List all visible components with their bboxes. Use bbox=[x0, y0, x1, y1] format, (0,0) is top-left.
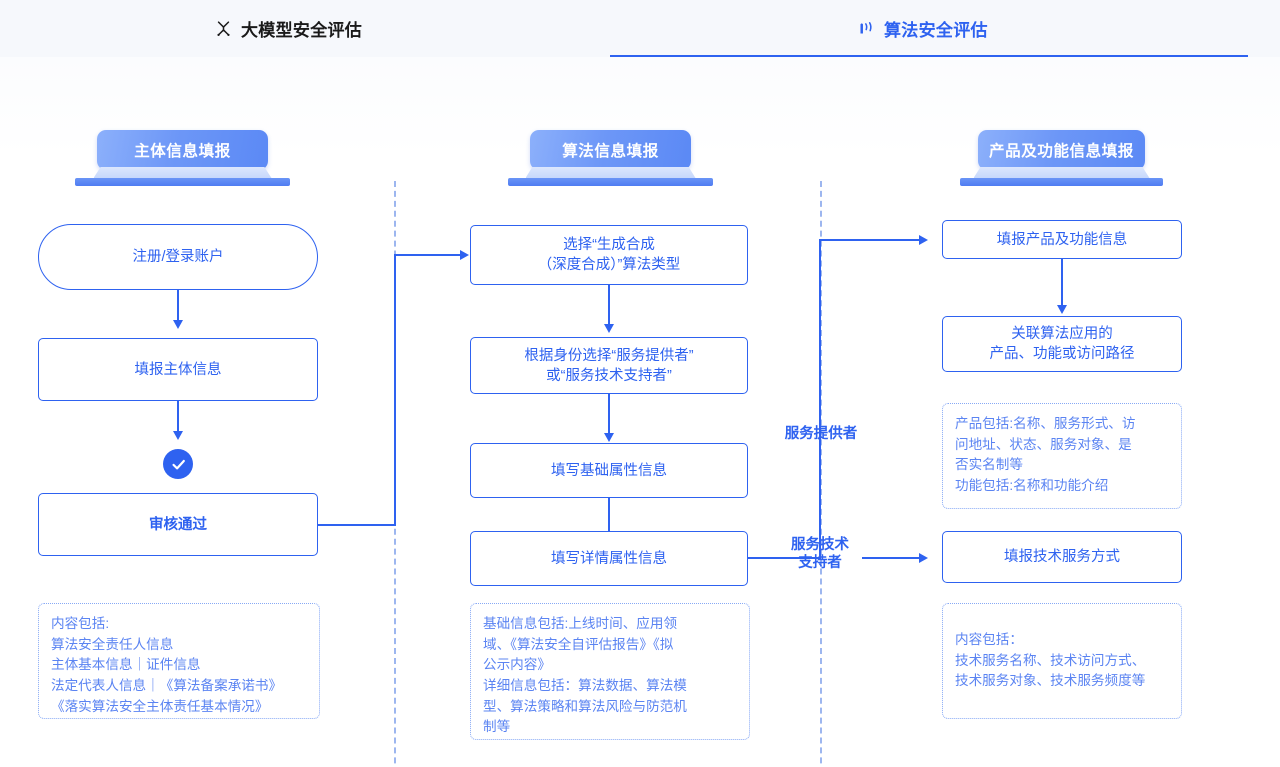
arrow-identity-to-basic bbox=[603, 433, 614, 442]
node-select-algo-type-label: 选择“生成合成 （深度合成）”算法类型 bbox=[537, 237, 681, 273]
app-header: 大模型安全评估 算法安全评估 bbox=[0, 0, 1280, 58]
connector-branch-trunk bbox=[819, 239, 821, 559]
node-review-passed-label: 审核通过 bbox=[149, 516, 207, 533]
tab-algo-safety-label: 算法安全评估 bbox=[884, 21, 988, 40]
check-circle-icon bbox=[163, 449, 193, 479]
node-select-identity[interactable]: 根据身份选择“服务提供者” 或“服务技术支持者” bbox=[470, 337, 748, 394]
stage-badge-label: 主体信息填报 bbox=[134, 143, 231, 160]
edge-label-tech-support-provider: 服务技术 支持者 bbox=[791, 537, 849, 572]
arrow-register-to-subject bbox=[172, 320, 183, 329]
arrow-branch-to-tech-service bbox=[919, 552, 928, 563]
stage-header-subject-info: 主体信息填报 bbox=[75, 130, 290, 186]
node-fill-basic-attrs[interactable]: 填写基础属性信息 bbox=[470, 443, 748, 498]
connector-subject-to-check bbox=[177, 401, 179, 433]
node-review-passed[interactable]: 审核通过 bbox=[38, 493, 318, 556]
note-product-function: 产品包括:名称、服务形式、访 问地址、状态、服务对象、是 否实名制等 功能包括:… bbox=[942, 403, 1182, 509]
stage-pedestal bbox=[960, 167, 1163, 186]
node-link-algo-application[interactable]: 关联算法应用的 产品、功能或访问路径 bbox=[942, 316, 1182, 372]
connector-identity-to-basic bbox=[608, 394, 610, 435]
connector-review-up bbox=[394, 254, 396, 526]
connector-basic-to-detail bbox=[608, 498, 610, 539]
node-fill-basic-attrs-label: 填写基础属性信息 bbox=[551, 462, 667, 479]
stage-badge-subject-info: 主体信息填报 bbox=[97, 130, 268, 170]
node-fill-subject-info[interactable]: 填报主体信息 bbox=[38, 338, 318, 401]
node-select-identity-label: 根据身份选择“服务提供者” 或“服务技术支持者” bbox=[524, 347, 694, 384]
node-fill-detail-attrs-label: 填写详情属性信息 bbox=[551, 550, 667, 567]
node-register-login[interactable]: 注册/登录账户 bbox=[38, 224, 318, 290]
arrow-branch-to-product bbox=[919, 234, 928, 245]
connector-branch-to-tech-service bbox=[862, 557, 920, 559]
connector-algo-type-to-identity bbox=[608, 285, 610, 326]
stage-badge-algorithm-info: 算法信息填报 bbox=[530, 130, 691, 170]
connector-product-to-link bbox=[1061, 259, 1063, 307]
note-algorithm-info: 基础信息包括:上线时间、应用领 域、《算法安全自评估报告》《拟 公示内容》 详细… bbox=[470, 603, 750, 740]
column-divider-2 bbox=[820, 181, 822, 767]
arrow-algo-type-to-identity bbox=[603, 324, 614, 333]
flowchart-board: 主体信息填报 注册/登录账户 填报主体信息 审核通过 内容包括: 算法安全责任人… bbox=[0, 57, 1280, 767]
stage-badge-label: 产品及功能信息填报 bbox=[989, 143, 1134, 160]
bar-wave-icon bbox=[858, 20, 875, 37]
tab-llm-safety[interactable]: 大模型安全评估 bbox=[215, 0, 362, 57]
node-fill-subject-info-label: 填报主体信息 bbox=[134, 361, 222, 378]
node-link-algo-application-label: 关联算法应用的 产品、功能或访问路径 bbox=[989, 326, 1135, 362]
tab-algo-safety[interactable]: 算法安全评估 bbox=[858, 0, 988, 57]
tab-llm-safety-label: 大模型安全评估 bbox=[241, 21, 363, 40]
connector-detail-right-stub bbox=[748, 557, 820, 559]
person-node-icon bbox=[215, 20, 232, 37]
stage-header-product-function-info: 产品及功能信息填报 bbox=[960, 130, 1163, 186]
stage-pedestal bbox=[508, 167, 713, 186]
arrow-subject-to-check bbox=[172, 431, 183, 440]
arrow-review-to-algo bbox=[460, 249, 469, 260]
stage-header-algorithm-info: 算法信息填报 bbox=[508, 130, 713, 186]
connector-review-right bbox=[318, 524, 396, 526]
node-register-login-label: 注册/登录账户 bbox=[132, 249, 224, 265]
connector-branch-to-product bbox=[819, 239, 921, 241]
stage-pedestal bbox=[75, 167, 290, 186]
node-fill-detail-attrs[interactable]: 填写详情属性信息 bbox=[470, 531, 748, 586]
stage-badge-label: 算法信息填报 bbox=[562, 143, 659, 160]
node-fill-product-function-label: 填报产品及功能信息 bbox=[996, 231, 1128, 248]
connector-register-to-subject bbox=[177, 290, 179, 322]
edge-label-service-provider: 服务提供者 bbox=[784, 426, 858, 442]
node-select-algo-type[interactable]: 选择“生成合成 （深度合成）”算法类型 bbox=[470, 225, 748, 285]
connector-review-to-algo bbox=[394, 254, 462, 256]
note-subject-info: 内容包括: 算法安全责任人信息 主体基本信息｜证件信息 法定代表人信息｜《算法备… bbox=[38, 603, 320, 719]
node-fill-tech-service[interactable]: 填报技术服务方式 bbox=[942, 531, 1182, 583]
note-tech-service: 内容包括： 技术服务名称、技术访问方式、 技术服务对象、技术服务频度等 bbox=[942, 603, 1182, 719]
node-fill-product-function[interactable]: 填报产品及功能信息 bbox=[942, 220, 1182, 259]
node-fill-tech-service-label: 填报技术服务方式 bbox=[1004, 549, 1120, 565]
stage-badge-product-function-info: 产品及功能信息填报 bbox=[978, 130, 1145, 170]
active-tab-underline bbox=[610, 55, 1248, 58]
arrow-product-to-link bbox=[1056, 305, 1067, 314]
